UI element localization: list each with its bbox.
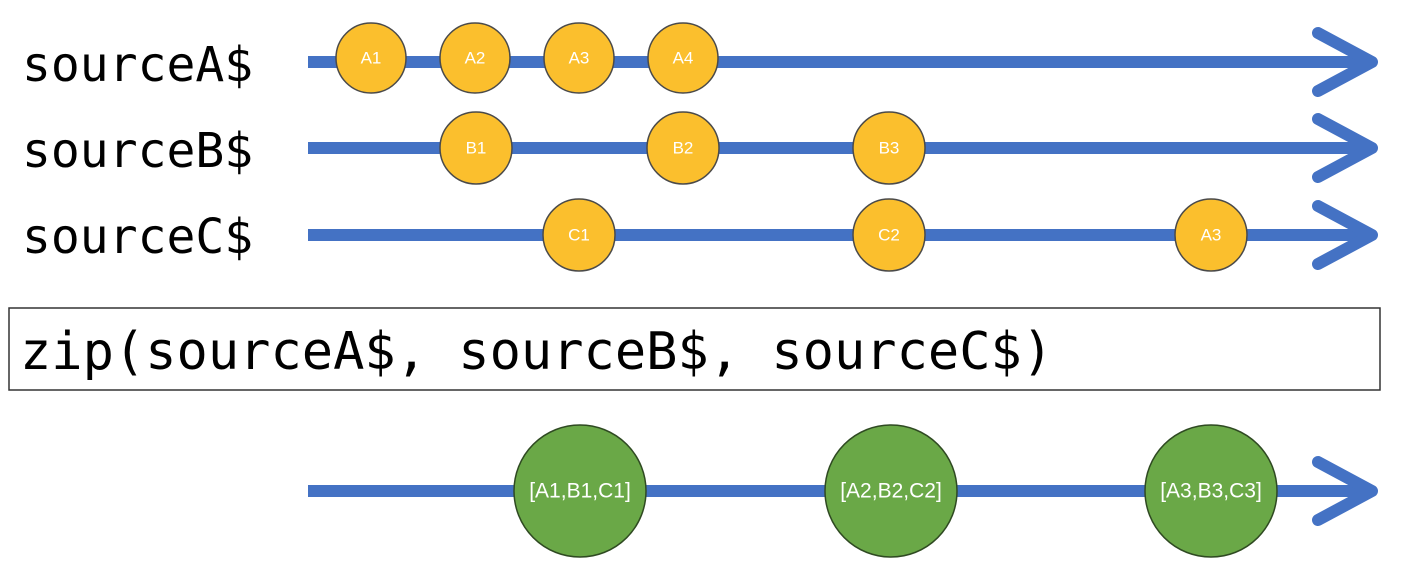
stream-source-a: sourceA$ A1 A2 A3 A4	[22, 22, 1378, 97]
stream-label-source-b: sourceB$	[22, 123, 253, 179]
operator-label: zip(sourceA$, sourceB$, sourceC$)	[20, 322, 1053, 382]
arrowhead-source-a	[1312, 27, 1378, 97]
result-marble-label: [A1,B1,C1]	[529, 480, 631, 503]
marble-c1: C1	[542, 198, 616, 272]
result-marble-3: [A3,B3,C3]	[1144, 424, 1278, 558]
result-marble-1: [A1,B1,C1]	[513, 424, 647, 558]
marble-a1: A1	[335, 22, 407, 94]
stream-result: [A1,B1,C1] [A2,B2,C2] [A3,B3,C3]	[308, 424, 1378, 558]
result-marble-2: [A2,B2,C2]	[824, 424, 958, 558]
marble-label: C2	[878, 226, 900, 245]
result-marble-label: [A2,B2,C2]	[840, 480, 942, 503]
marble-a4: A4	[647, 22, 719, 94]
marble-b1: B1	[439, 111, 513, 185]
stream-source-b: sourceB$ B1 B2 B3	[22, 111, 1378, 185]
stream-source-c: sourceC$ C1 C2 A3	[22, 198, 1378, 272]
marble-label: A3	[1201, 226, 1222, 245]
operator-box: zip(sourceA$, sourceB$, sourceC$)	[8, 307, 1381, 391]
arrowhead-source-b	[1312, 113, 1378, 183]
marble-b3: B3	[852, 111, 926, 185]
marble-c3: A3	[1174, 198, 1248, 272]
marble-a2: A2	[439, 22, 511, 94]
marble-label: A1	[361, 49, 382, 68]
marble-label: A3	[569, 49, 590, 68]
arrowhead-source-c	[1312, 200, 1378, 270]
marble-label: B3	[879, 139, 900, 158]
marble-label: A4	[673, 49, 694, 68]
result-marble-label: [A3,B3,C3]	[1160, 480, 1262, 503]
marble-a3: A3	[543, 22, 615, 94]
marble-b2: B2	[646, 111, 720, 185]
arrowhead-result	[1312, 456, 1378, 526]
marble-label: A2	[465, 49, 486, 68]
marble-label: C1	[568, 226, 590, 245]
stream-label-source-c: sourceC$	[22, 209, 253, 265]
stream-label-source-a: sourceA$	[22, 37, 253, 93]
marble-label: B1	[466, 139, 487, 158]
marble-c2: C2	[852, 198, 926, 272]
marble-label: B2	[673, 139, 694, 158]
